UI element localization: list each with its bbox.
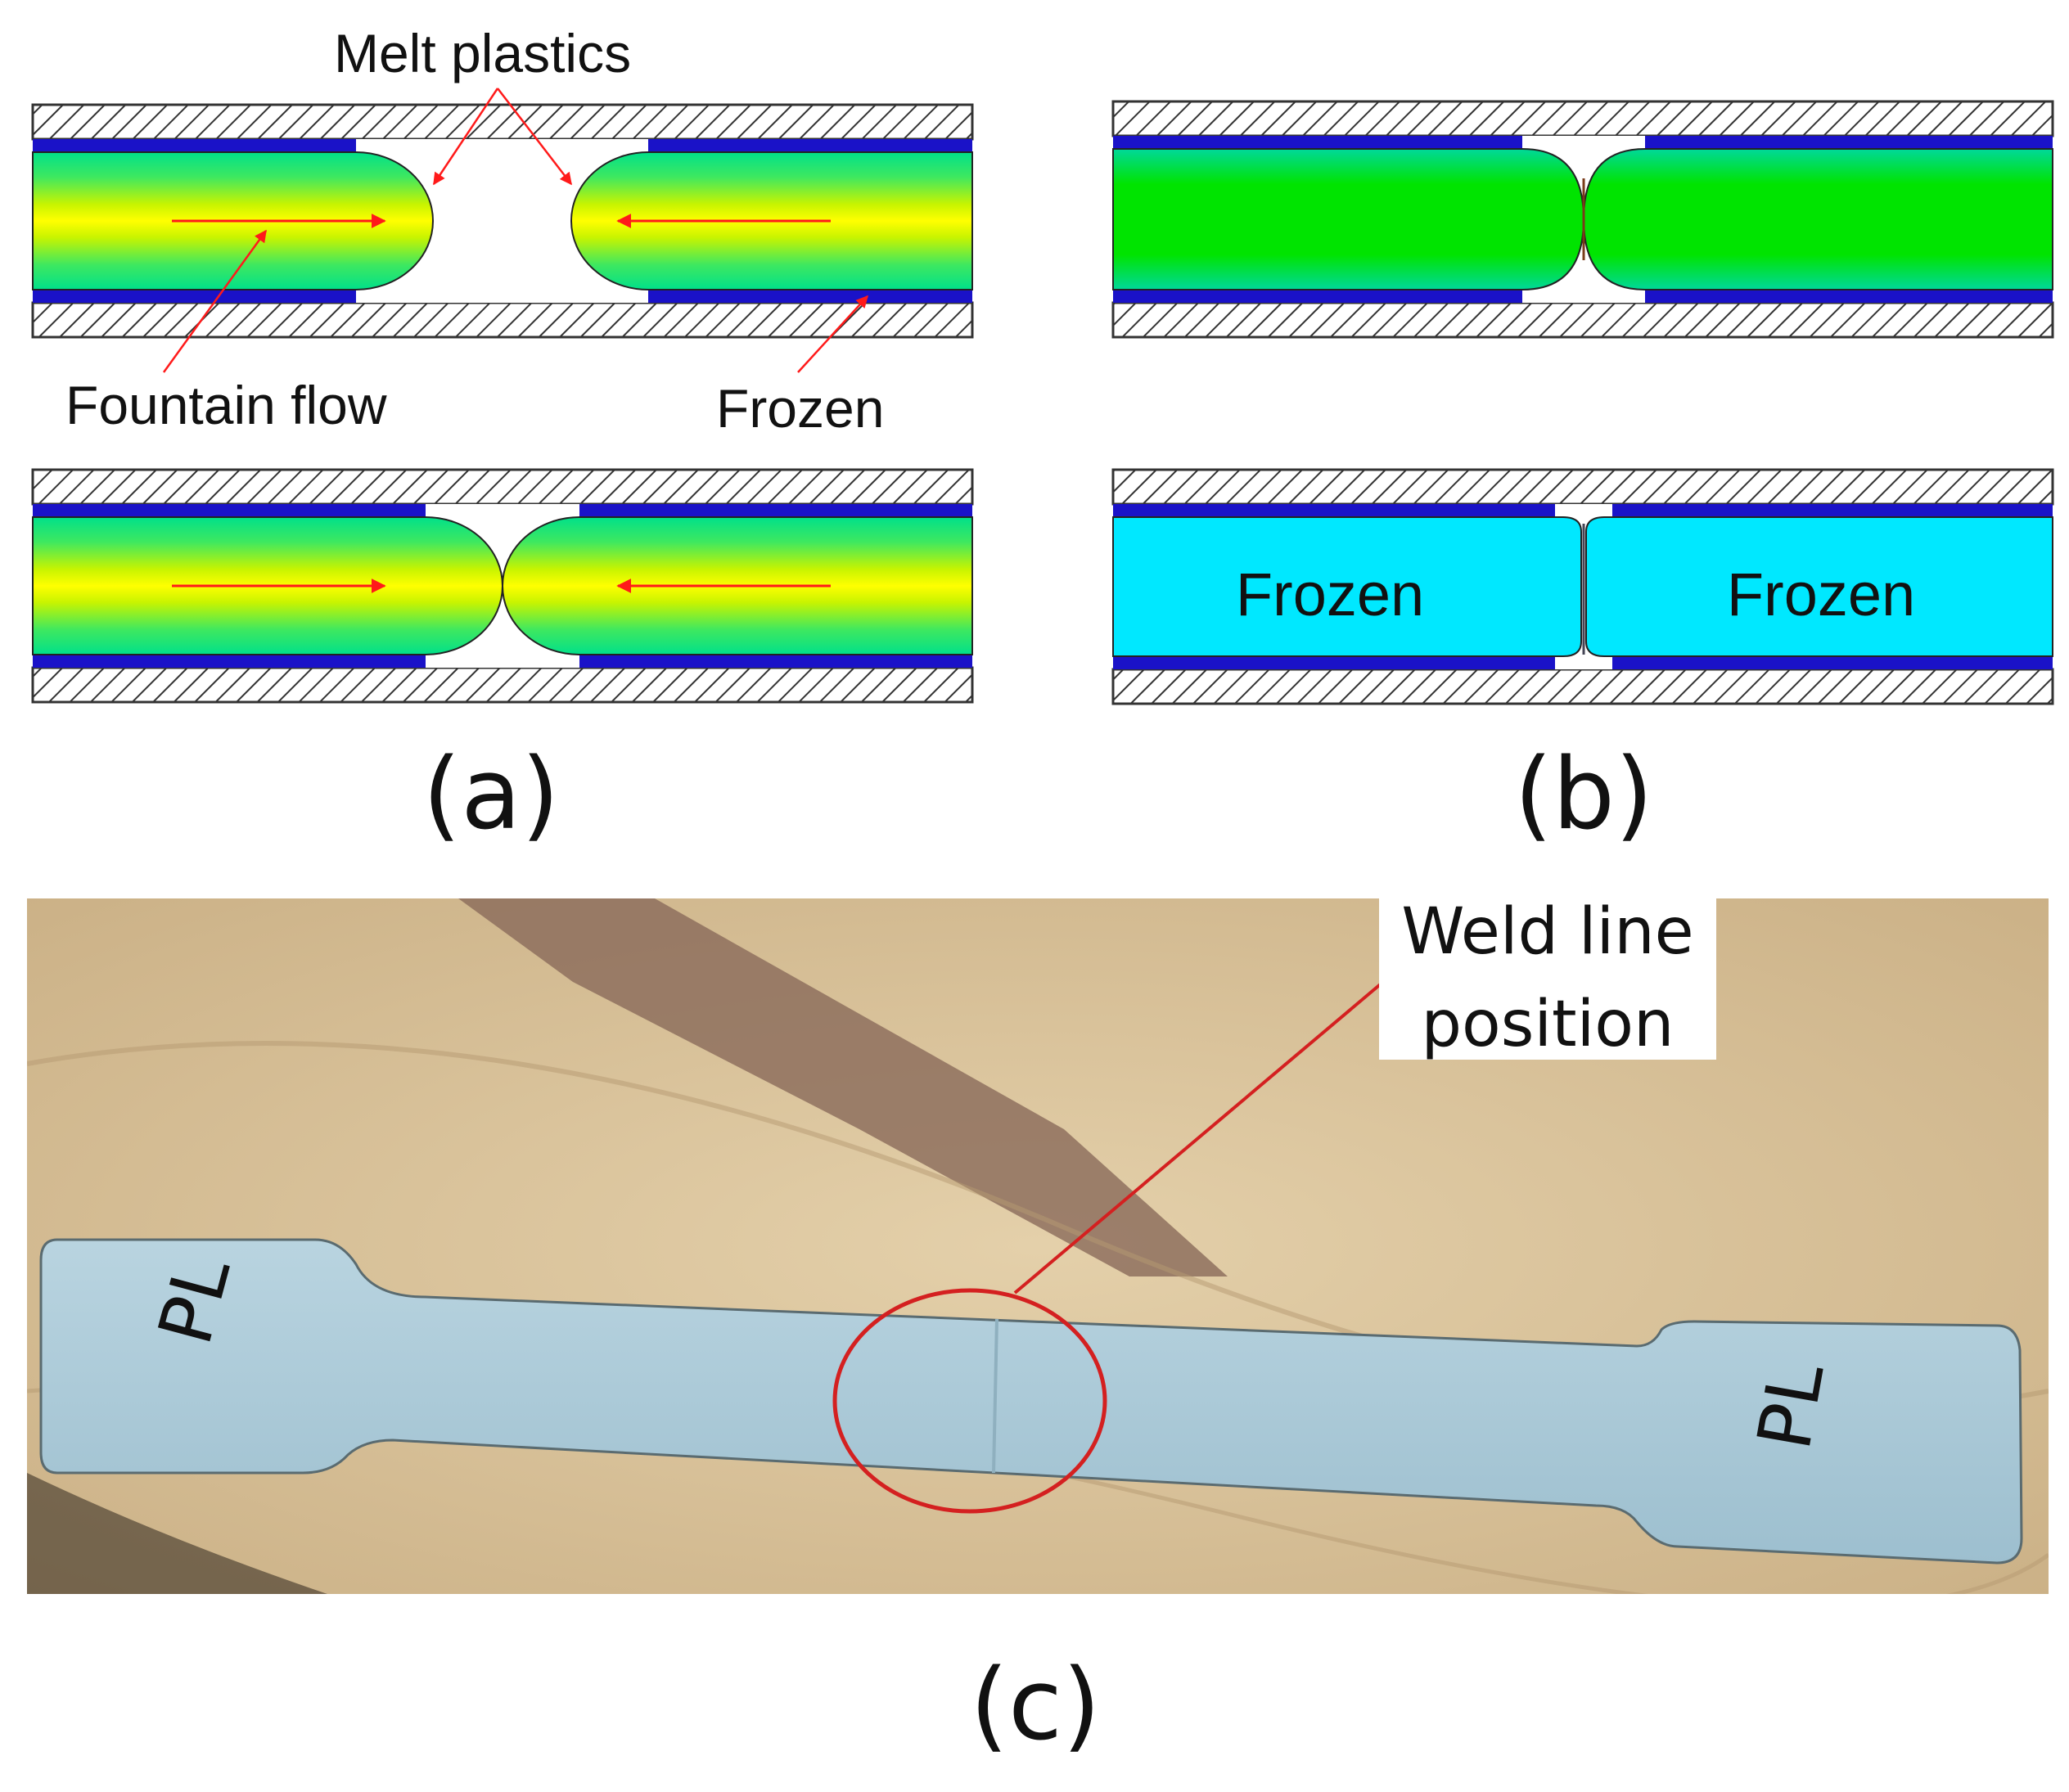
frozen-layer-right-top [1645,136,2053,149]
frozen-left-label: Frozen [1236,561,1424,628]
frozen-layer-right-top [648,139,972,152]
mold-wall-bottom [31,666,974,704]
frozen-right-label: Frozen [1727,561,1915,628]
panel-b-bottom-diagram: Frozen Frozen [1111,468,2054,705]
frozen-layer-right-bottom [1612,656,2053,669]
mold-wall-bottom [31,301,974,339]
caption-b: (b) [1514,738,1653,852]
weld-line-label-line1: Weld line [1401,895,1693,969]
caption-c: (c) [970,1649,1101,1763]
specimen-marking-right: PL [1742,1357,1841,1456]
frozen-layer-left-bottom [33,655,426,668]
mold-wall-top [1111,468,2054,506]
frozen-layer-left-bottom [1113,656,1555,669]
specimen-photo: PL PL [27,898,2049,1594]
frozen-layer-left-top [33,139,356,152]
weld-line-highlight-circle [832,1288,1107,1514]
frozen-layer-left-top [33,504,426,517]
merged-melt-right [1582,148,2053,290]
mold-wall-bottom [1111,668,2054,705]
frozen-pointer [797,295,869,373]
wood-dark-streak [458,898,1228,1276]
frozen-layer-left-top [1113,504,1555,517]
mold-wall-top [31,468,974,506]
frozen-layer-right-top [1612,504,2053,517]
frozen-layer-right-bottom [579,655,972,668]
mold-wall-bottom [1111,301,2054,339]
frozen-layer-left-bottom [1113,290,1522,303]
melt-plastics-label: Melt plastics [334,23,631,83]
merged-melt-left [1112,148,1585,290]
weld-line [992,1318,998,1474]
frozen-layer-left-top [1113,136,1522,149]
fountain-flow-label: Fountain flow [65,375,387,435]
frozen-layer-right-top [579,504,972,517]
panel-b-top-diagram [1111,100,2054,339]
melt-plastics-pointer-left [432,88,499,186]
frozen-label: Frozen [716,378,884,439]
fountain-flow-pointer [162,229,268,373]
callout-box [1379,898,1716,1060]
mold-wall-top [1111,100,2054,137]
weld-line-pointer [1013,980,1385,1294]
frozen-block-left [1112,516,1582,657]
frozen-layer-right-bottom [648,290,972,303]
frozen-block-right [1585,516,2053,657]
frozen-layer-left-bottom [33,290,356,303]
panel-a-bottom-diagram [31,468,974,704]
melt-plastics-pointer-right [497,88,572,186]
wood-shadow-bottom-left [27,1473,327,1594]
weld-line-label-line2: position [1422,988,1675,1061]
caption-a: (a) [422,738,559,852]
mold-wall-top [31,103,974,141]
panel-a-top-diagram: Melt plastics Fountain flow Frozen [31,23,974,439]
tensile-specimen [39,1238,2023,1565]
weld-line-callout: Weld line position [1379,895,1716,1061]
frozen-layer-right-bottom [1645,290,2053,303]
